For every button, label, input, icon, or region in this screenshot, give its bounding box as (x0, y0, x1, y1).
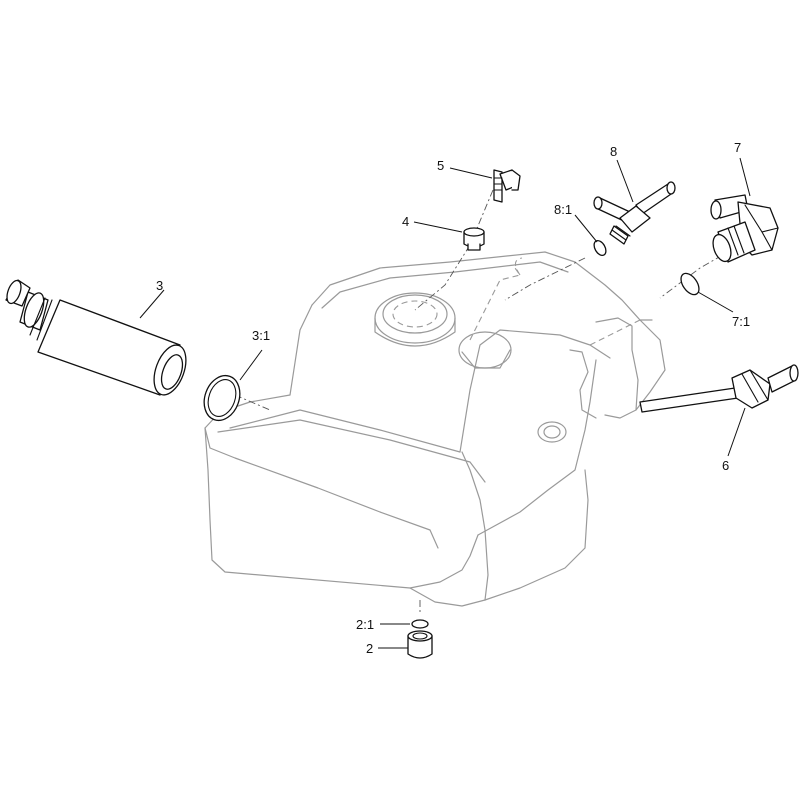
callout-3-1: 3:1 (252, 328, 270, 343)
callout-7-1: 7:1 (732, 314, 750, 329)
callout-6: 6 (722, 458, 729, 473)
elbow-fitting-o-ring (680, 272, 700, 296)
callout-3: 3 (156, 278, 163, 293)
filler-neck-tube (5, 279, 187, 396)
fuel-tank-outline (204, 251, 666, 607)
elbow-fitting (710, 194, 779, 263)
assembly-centerlines (234, 189, 736, 615)
leader-lines (139, 157, 751, 649)
callout-5: 5 (437, 158, 444, 173)
callout-8-1: 8:1 (554, 202, 572, 217)
callout-2-1: 2:1 (356, 617, 374, 632)
callout-7: 7 (734, 140, 741, 155)
callout-8: 8 (610, 144, 617, 159)
pickup-tube-fitting (639, 364, 799, 413)
callout-2: 2 (366, 641, 373, 656)
vent-grommet (463, 227, 485, 251)
filler-neck-o-ring-inner (207, 379, 237, 417)
tee-fitting (593, 181, 676, 245)
drain-plug (407, 630, 433, 659)
drain-plug-o-ring (411, 619, 429, 629)
filler-neck-o-ring (203, 374, 241, 422)
callout-4: 4 (402, 214, 409, 229)
vent-elbow-fitting (493, 169, 521, 203)
tee-fitting-o-ring (593, 239, 607, 257)
